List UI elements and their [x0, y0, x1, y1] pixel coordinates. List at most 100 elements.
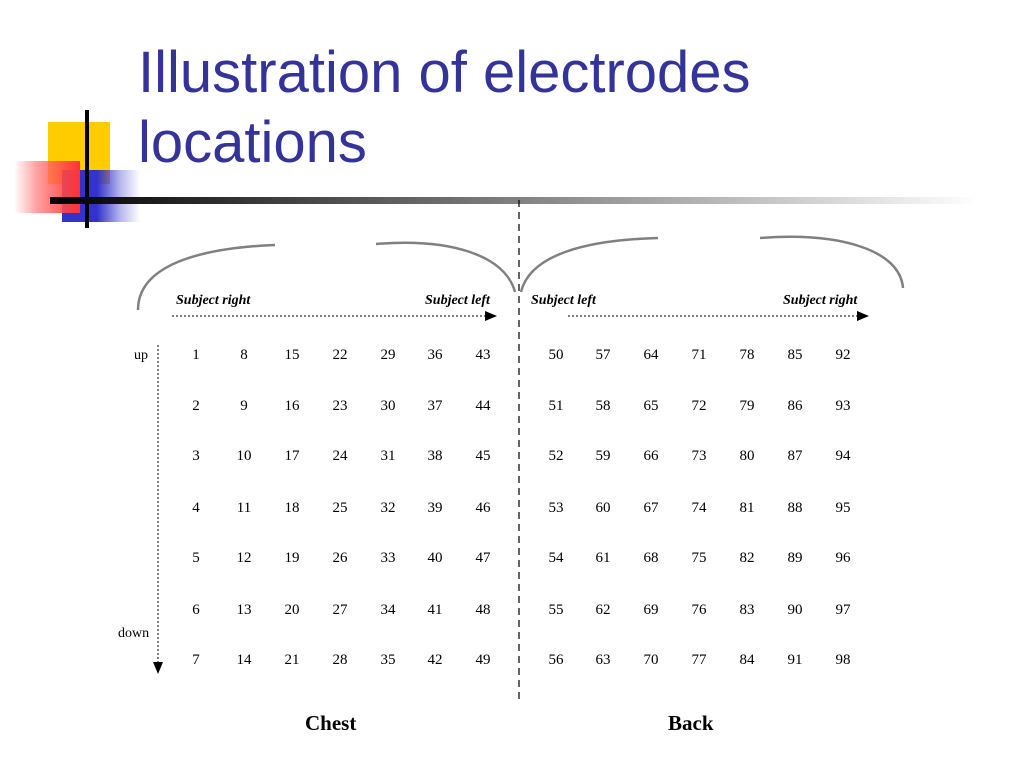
back-electrode-number: 87: [787, 448, 803, 464]
chest-electrode-number: 3: [192, 448, 200, 464]
back-electrode-number: 53: [548, 500, 564, 516]
back-electrode-number: 76: [691, 602, 707, 618]
back-electrode-number: 79: [739, 398, 755, 414]
chest-electrode-number: 18: [284, 500, 300, 516]
back-electrode-number: 91: [787, 652, 803, 668]
chest-electrode-number: 2: [192, 398, 200, 414]
back-electrode-number: 52: [548, 448, 564, 464]
back-electrode-number: 69: [643, 602, 659, 618]
chest-electrode-number: 26: [332, 550, 348, 566]
chest-electrode-number: 29: [380, 347, 396, 363]
back-electrode-number: 65: [643, 398, 659, 414]
back-electrode-number: 77: [691, 652, 707, 668]
chest-electrode-number: 46: [475, 500, 491, 516]
down-label: down: [118, 626, 150, 641]
chest-right-direction-label: Subject left: [425, 293, 490, 308]
back-electrode-number: 56: [548, 652, 564, 668]
back-electrode-number: 82: [739, 550, 755, 566]
chest-left-direction-label: Subject right: [176, 293, 251, 308]
back-electrode-number: 66: [643, 448, 659, 464]
chest-arc-left: [136, 243, 276, 311]
chest-electrode-number: 41: [427, 602, 443, 618]
back-electrode-number: 92: [835, 347, 851, 363]
back-electrode-number: 54: [548, 550, 564, 566]
chest-electrode-number: 30: [380, 398, 396, 414]
chest-electrode-number: 4: [192, 500, 200, 516]
chest-electrode-number: 8: [240, 347, 248, 363]
chest-electrode-number: 5: [192, 550, 200, 566]
chest-electrode-number: 20: [284, 602, 300, 618]
chest-electrode-number: 1: [192, 347, 200, 363]
back-electrode-number: 93: [835, 398, 851, 414]
back-electrode-number: 70: [643, 652, 659, 668]
back-electrode-number: 88: [787, 500, 803, 516]
back-right-direction-label: Subject right: [783, 293, 858, 308]
back-electrode-number: 61: [595, 550, 611, 566]
chest-electrode-number: 28: [332, 652, 348, 668]
back-electrode-number: 60: [595, 500, 611, 516]
slide-title-line1: Illustration of electrodes: [138, 40, 751, 105]
chest-electrode-number: 16: [284, 398, 300, 414]
slide-title-line2: locations: [138, 110, 367, 175]
chest-electrode-number: 23: [332, 398, 348, 414]
back-electrode-number: 83: [739, 602, 755, 618]
back-electrode-number: 97: [835, 602, 851, 618]
back-electrode-number: 55: [548, 602, 564, 618]
chest-electrode-number: 25: [332, 500, 348, 516]
chest-electrode-number: 42: [427, 652, 443, 668]
chest-electrode-number: 13: [236, 602, 252, 618]
chest-electrode-number: 31: [380, 448, 396, 464]
back-label: Back: [668, 711, 714, 735]
deco-red-square: [14, 161, 80, 213]
back-electrode-number: 94: [835, 448, 851, 464]
back-electrode-number: 84: [739, 652, 755, 668]
chest-electrode-number: 10: [236, 448, 252, 464]
chest-electrode-number: 7: [192, 652, 200, 668]
back-arc-right: [759, 235, 905, 289]
back-electrode-number: 89: [787, 550, 803, 566]
back-electrode-number: 74: [691, 500, 707, 516]
chest-electrode-number: 47: [475, 550, 491, 566]
chest-electrode-number: 34: [380, 602, 396, 618]
chest-electrode-number: 36: [427, 347, 443, 363]
chest-electrode-number: 35: [380, 652, 396, 668]
back-electrode-number: 72: [691, 398, 707, 414]
chest-electrode-number: 43: [475, 347, 491, 363]
chest-electrode-number: 48: [475, 602, 491, 618]
chest-label: Chest: [305, 711, 357, 735]
back-arc-left: [519, 236, 659, 293]
chest-electrode-number: 6: [192, 602, 200, 618]
chest-electrode-number: 39: [427, 500, 443, 516]
chest-electrode-number: 49: [475, 652, 491, 668]
back-electrode-number: 98: [835, 652, 851, 668]
chest-electrode-number: 33: [380, 550, 396, 566]
chest-electrode-number: 24: [332, 448, 348, 464]
back-electrode-number: 96: [835, 550, 851, 566]
chest-electrode-number: 17: [284, 448, 300, 464]
back-electrode-number: 95: [835, 500, 851, 516]
chest-electrode-number: 27: [332, 602, 348, 618]
back-electrode-number: 67: [643, 500, 659, 516]
chest-electrode-number: 38: [427, 448, 443, 464]
back-left-direction-label: Subject left: [531, 293, 596, 308]
back-electrode-number: 90: [787, 602, 803, 618]
back-electrode-number: 62: [595, 602, 611, 618]
back-electrode-number: 75: [691, 550, 707, 566]
chest-arc-right: [375, 241, 517, 293]
back-electrode-number: 63: [595, 652, 611, 668]
up-label: up: [134, 348, 148, 363]
back-electrode-number: 78: [739, 347, 755, 363]
back-electrode-number: 50: [548, 347, 564, 363]
back-electrode-number: 51: [548, 398, 564, 414]
chest-electrode-number: 22: [332, 347, 348, 363]
deco-vertical-bar: [85, 110, 89, 228]
back-electrode-number: 71: [691, 347, 707, 363]
chest-electrode-number: 19: [284, 550, 300, 566]
slide-title: Illustration of electrodes locations: [138, 38, 978, 178]
chest-electrode-number: 32: [380, 500, 396, 516]
back-electrode-number: 59: [595, 448, 611, 464]
back-electrode-number: 64: [643, 347, 659, 363]
title-underline: [50, 197, 980, 204]
chest-electrode-number: 21: [284, 652, 300, 668]
